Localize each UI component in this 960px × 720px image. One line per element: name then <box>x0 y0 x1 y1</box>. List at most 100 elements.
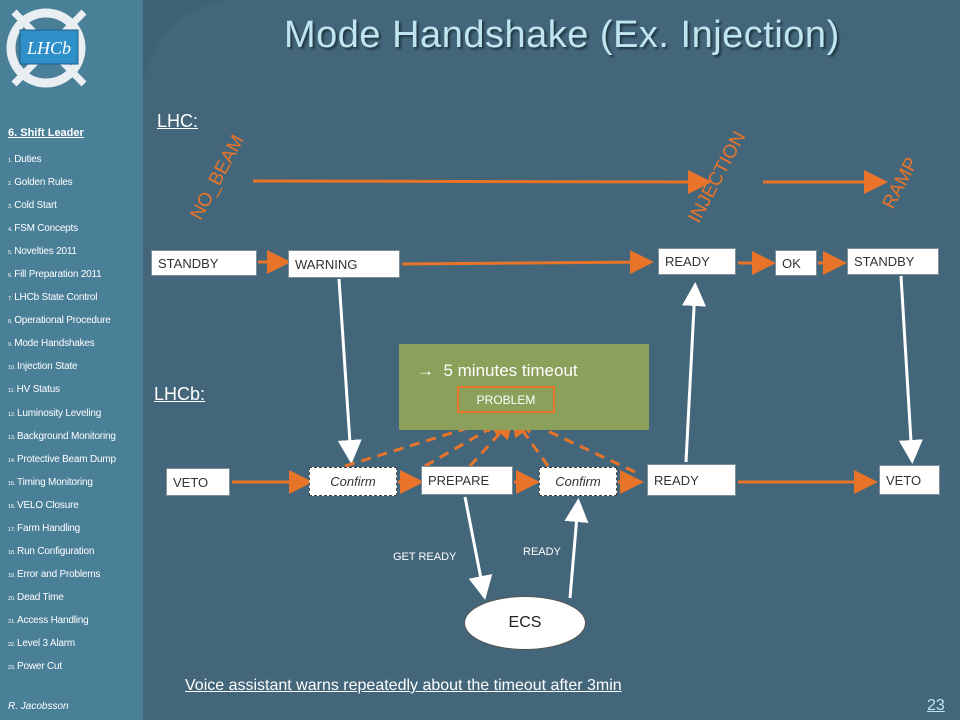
sidebar-item-number: 8. <box>8 319 13 325</box>
lhc-state-standby-2: STANDBY <box>847 248 939 275</box>
arrow-ready-to-lhc-ready <box>682 282 707 463</box>
lhcb-state-confirm-1: Confirm <box>309 467 397 496</box>
timeout-panel: → 5 minutes timeout PROBLEM <box>399 344 649 430</box>
lhc-state-standby: STANDBY <box>151 250 257 276</box>
slide-title: Mode Handshake (Ex. Injection) <box>284 14 840 56</box>
timeout-dash-3 <box>468 417 515 468</box>
lhcb-logo: LHCb <box>6 4 100 92</box>
footer-note: Voice assistant warns repeatedly about t… <box>185 677 622 694</box>
sidebar-item[interactable]: 16.VELO Closure <box>8 500 79 511</box>
sidebar-item[interactable]: 11.HV Status <box>8 384 60 395</box>
sidebar-item-number: 7. <box>8 296 13 302</box>
sidebar-item-label: HV Status <box>16 384 60 395</box>
sidebar-item-number: 17. <box>8 527 16 533</box>
sidebar-item-label: Luminosity Leveling <box>17 408 102 419</box>
sidebar-item-label: Golden Rules <box>14 177 73 188</box>
sidebar-item[interactable]: 3.Cold Start <box>8 200 57 211</box>
sidebar-item-number: 15. <box>8 481 16 487</box>
lhcb-state-ready: READY <box>647 464 736 496</box>
sidebar-item-number: 11. <box>8 388 15 394</box>
sidebar-item[interactable]: 6.Fill Preparation 2011 <box>8 269 102 280</box>
sidebar-item-number: 2. <box>8 181 13 187</box>
lhcb-state-confirm-2: Confirm <box>539 467 617 496</box>
sidebar-item[interactable]: 17.Farm Handling <box>8 523 80 534</box>
page-number[interactable]: 23 <box>927 697 945 714</box>
sidebar-section-title[interactable]: 6. Shift Leader <box>8 127 84 139</box>
sidebar-item[interactable]: 2.Golden Rules <box>8 177 73 188</box>
ready-label: READY <box>523 546 561 558</box>
lhcb-label: LHCb: <box>154 384 206 404</box>
sidebar-item-number: 19. <box>8 573 16 579</box>
sidebar-item[interactable]: 23.Power Cut <box>8 661 62 672</box>
sidebar-item-label: Injection State <box>17 361 78 372</box>
sidebar: LHCb 6. Shift Leader 1.Duties 2.Golden Ru… <box>0 0 143 720</box>
arrow-standby-to-veto <box>898 275 923 464</box>
arrow-nobeam-injection <box>252 169 712 194</box>
lhc-state-ok: OK <box>775 250 817 276</box>
sidebar-item[interactable]: 10.Injection State <box>8 361 78 372</box>
sidebar-item-label: Power Cut <box>17 661 62 672</box>
sidebar-item[interactable]: 21.Access Handling <box>8 615 89 626</box>
sidebar-item[interactable]: 4.FSM Concepts <box>8 223 78 234</box>
sidebar-item-number: 12. <box>8 412 16 418</box>
sidebar-item-label: Run Configuration <box>17 546 95 557</box>
sidebar-item[interactable]: 12.Luminosity Leveling <box>8 408 101 419</box>
sidebar-item[interactable]: 15.Timing Monitoring <box>8 477 93 488</box>
sidebar-item-number: 14. <box>8 458 16 464</box>
sidebar-item[interactable]: 20.Dead Time <box>8 592 64 603</box>
sidebar-item-label: LHCb State Control <box>14 292 98 303</box>
logo-text: LHCb <box>26 38 71 58</box>
sidebar-item[interactable]: 5.Novelties 2011 <box>8 246 77 257</box>
sidebar-item-label: Fill Preparation 2011 <box>14 269 102 280</box>
lhcb-state-veto-2: VETO <box>879 465 940 495</box>
sidebar-item-number: 9. <box>8 342 13 348</box>
arrow-ecs-to-confirm <box>564 498 589 599</box>
author: R. Jacobsson <box>8 701 69 712</box>
sidebar-item[interactable]: 9.Mode Handshakes <box>8 338 95 349</box>
sidebar-item-number: 23. <box>8 665 16 671</box>
sidebar-item-number: 10. <box>8 365 16 371</box>
get-ready-label: GET READY <box>393 551 457 563</box>
sidebar-item-number: 21. <box>8 619 16 625</box>
sidebar-item[interactable]: 13.Background Monitoring <box>8 431 116 442</box>
sidebar-item-number: 1. <box>8 158 13 164</box>
arrow-warning-to-confirm <box>337 278 362 464</box>
sidebar-item[interactable]: 22.Level 3 Alarm <box>8 638 75 649</box>
sidebar-item-number: 16. <box>8 504 16 510</box>
lhc-state-ready: READY <box>658 248 736 275</box>
sidebar-item-label: Protective Beam Dump <box>17 454 116 465</box>
sidebar-item-label: Farm Handling <box>17 523 81 534</box>
sidebar-item-number: 4. <box>8 227 13 233</box>
sidebar-item[interactable]: 19.Error and Problems <box>8 569 100 580</box>
lhc-label: LHC: <box>157 111 199 131</box>
sidebar-item-number: 20. <box>8 596 16 602</box>
arrow-right-icon: → <box>417 361 434 380</box>
sidebar-item-label: Novelties 2011 <box>14 246 77 257</box>
sidebar-item-label: Operational Procedure <box>14 315 111 326</box>
sidebar-item-number: 3. <box>8 204 13 210</box>
problem-state: PROBLEM <box>457 386 555 413</box>
sidebar-item-label: Background Monitoring <box>17 431 116 442</box>
sidebar-item-label: VELO Closure <box>17 500 79 511</box>
sidebar-item[interactable]: 14.Protective Beam Dump <box>8 454 116 465</box>
lhcb-state-veto: VETO <box>166 468 230 496</box>
lhc-state-warning: WARNING <box>288 250 400 278</box>
sidebar-item-label: Error and Problems <box>17 569 101 580</box>
sidebar-item-label: Duties <box>14 154 42 165</box>
sidebar-item[interactable]: 1.Duties <box>8 154 42 165</box>
sidebar-item[interactable]: 7.LHCb State Control <box>8 292 97 303</box>
arrow-warning-ready <box>401 250 654 275</box>
sidebar-item-label: Cold Start <box>14 200 57 211</box>
timeout-text: → 5 minutes timeout <box>417 361 578 380</box>
sidebar-item-number: 22. <box>8 642 16 648</box>
sidebar-item[interactable]: 18.Run Configuration <box>8 546 94 557</box>
sidebar-item-label: Mode Handshakes <box>14 338 95 349</box>
sidebar-item-label: Dead Time <box>17 592 64 603</box>
sidebar-item-number: 5. <box>8 250 13 256</box>
timeout-dash-4 <box>511 415 550 467</box>
lhcb-state-prepare: PREPARE <box>421 466 513 495</box>
sidebar-item-number: 18. <box>8 550 16 556</box>
sidebar-item[interactable]: 8.Operational Procedure <box>8 315 111 326</box>
arrow-prepare-to-ecs <box>463 496 493 600</box>
